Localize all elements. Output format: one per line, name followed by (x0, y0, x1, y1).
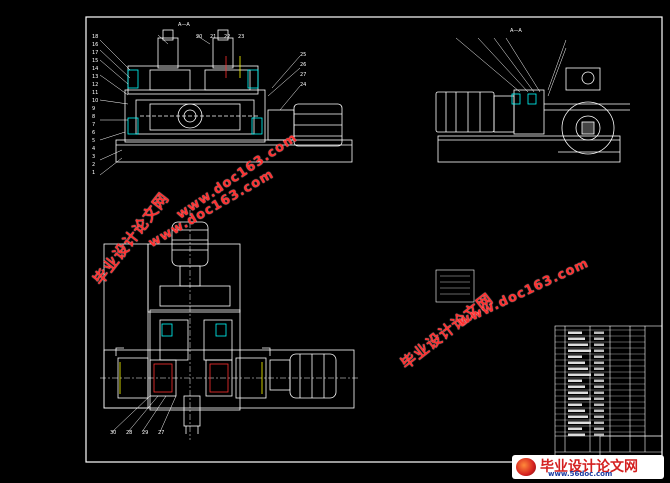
part-number-label: 17 (92, 50, 99, 56)
part-number-label: 8 (92, 114, 96, 120)
bom-row-qty (594, 385, 604, 388)
part-number-label: 20 (196, 34, 203, 40)
bom-row-qty (594, 403, 604, 406)
part-number-label: 14 (92, 66, 99, 72)
part-number-label: 21 (210, 34, 217, 40)
bom-row-text (568, 349, 591, 352)
part-number-label: 9 (92, 106, 96, 112)
bom-row-text (568, 415, 588, 418)
part-number-label: 16 (92, 42, 99, 48)
bom-row-qty (594, 373, 604, 376)
bom-row-text (568, 397, 591, 400)
bom-row-qty (594, 391, 604, 394)
logo-url: www.56doc.com (548, 470, 613, 478)
part-number-label: 11 (92, 90, 99, 96)
front-section-view (99, 29, 353, 176)
bill-of-materials (555, 329, 645, 436)
part-number-label: 25 (300, 52, 307, 58)
part-number-label: 4 (92, 146, 96, 152)
drawing-frame (85, 16, 663, 463)
bom-row-qty (594, 397, 604, 400)
part-number-label: 22 (224, 34, 231, 40)
part-number-label: 28 (126, 430, 133, 436)
part-number-label: 2 (92, 162, 96, 168)
bom-row-qty (594, 361, 604, 364)
part-number-label: 3 (92, 154, 96, 160)
bom-row-text (568, 367, 588, 370)
bom-row-qty (594, 433, 604, 436)
bom-row-text (568, 355, 582, 358)
part-number-label: 26 (300, 62, 307, 68)
site-logo: 毕业设计论文网 www.56doc.com (512, 455, 664, 479)
part-number-label: 6 (92, 130, 96, 136)
bom-row-text (568, 343, 588, 346)
part-number-label: 7 (92, 122, 96, 128)
bom-row-qty (594, 379, 604, 382)
part-number-label: 12 (92, 82, 99, 88)
part-number-label: 10 (92, 98, 99, 104)
logo-mark-icon (516, 458, 536, 476)
plan-view (100, 210, 360, 440)
bom-row-text (568, 433, 585, 436)
bom-row-text (568, 427, 582, 430)
part-number-label: 27 (300, 72, 307, 78)
part-number-label: 18 (92, 34, 99, 40)
part-number-label: 13 (92, 74, 99, 80)
part-number-label: 29 (142, 430, 149, 436)
section-label-right: A—A (510, 28, 522, 34)
bom-row-text (568, 337, 585, 340)
bom-row-text (568, 361, 585, 364)
part-number-label: 23 (238, 34, 245, 40)
note-box (435, 269, 475, 303)
part-number-label: 24 (300, 82, 307, 88)
side-section-view (435, 37, 630, 163)
bom-row-qty (594, 415, 604, 418)
part-number-label: 27 (158, 430, 165, 436)
bom-row-qty (594, 343, 604, 346)
bom-row-qty (594, 331, 604, 334)
bom-row-text (568, 403, 582, 406)
bom-row-qty (594, 427, 604, 430)
bom-row-qty (594, 355, 604, 358)
bom-row-text (568, 379, 582, 382)
bom-row-qty (594, 349, 604, 352)
part-number-label: 1 (92, 170, 96, 176)
section-label-left: A—A (178, 22, 190, 28)
bom-row-text (568, 421, 591, 424)
bom-row-qty (594, 421, 604, 424)
note-box-lines (440, 275, 470, 295)
bom-row-qty (594, 409, 604, 412)
part-number-label: 30 (110, 430, 117, 436)
bom-row-text (568, 391, 588, 394)
bom-row-text (568, 373, 591, 376)
bom-row-text (568, 385, 585, 388)
bom-row-qty (594, 337, 604, 340)
part-number-label: 5 (92, 138, 96, 144)
part-number-label: 15 (92, 58, 99, 64)
bom-row-text (568, 331, 582, 334)
bom-row-text (568, 409, 585, 412)
bom-row-qty (594, 367, 604, 370)
logo-name: 毕业设计论文网 (540, 459, 638, 475)
